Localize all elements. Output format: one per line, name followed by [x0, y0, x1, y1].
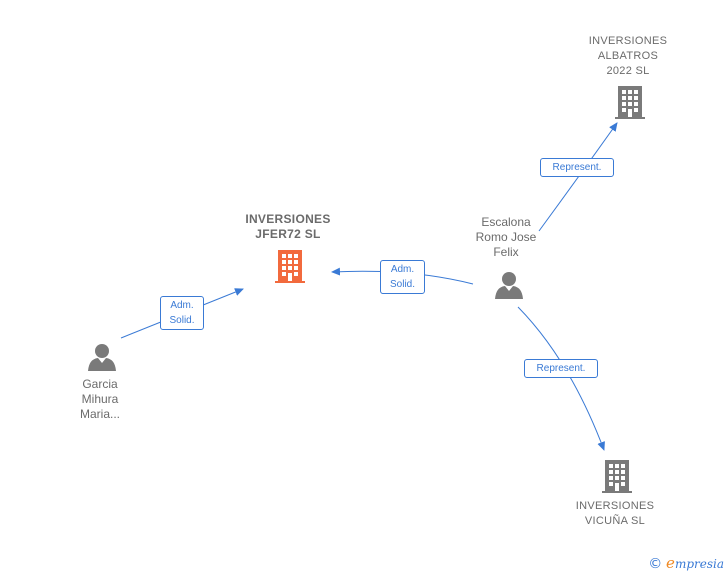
person-garcia-line-3: Maria...	[79, 407, 120, 421]
building-icon-albatros[interactable]	[614, 84, 646, 120]
building-icon-vicuna[interactable]	[601, 458, 633, 494]
brand-initial: e	[666, 554, 675, 572]
person-icon-escalona[interactable]	[494, 270, 524, 300]
company-albatros-line-2: ALBATROS	[597, 50, 659, 62]
edge-label-line-1: Adm.	[390, 264, 415, 275]
person-garcia-label[interactable]: Garcia Mihura Maria...	[52, 377, 148, 422]
edge-label-line-2: Solid.	[169, 315, 195, 326]
person-garcia-line-2: Mihura	[81, 392, 119, 406]
person-escalona-line-3: Felix	[493, 245, 519, 259]
company-albatros-line-1: INVERSIONES	[588, 35, 668, 47]
company-vicuna-line-2: VICUÑA SL	[584, 515, 646, 527]
company-jfer72-line-2: JFER72 SL	[255, 227, 321, 241]
empresia-logo: © empresia	[648, 554, 724, 572]
edge-label-line-1: Represent.	[536, 363, 586, 374]
edge-label-garcia-jfer72[interactable]: Adm. Solid.	[160, 296, 204, 330]
brand-name: mpresia	[674, 557, 724, 571]
person-escalona-label[interactable]: Escalona Romo Jose Felix	[458, 215, 554, 260]
copyright-icon: ©	[648, 556, 663, 572]
edge-label-line-2: Solid.	[389, 279, 415, 290]
edge-label-escalona-albatros[interactable]: Represent.	[540, 158, 614, 177]
person-icon-garcia[interactable]	[87, 342, 117, 372]
building-icon-jfer72[interactable]	[274, 248, 306, 284]
person-escalona-line-2: Romo Jose	[475, 230, 537, 244]
company-vicuna-label[interactable]: INVERSIONES VICUÑA SL	[555, 499, 675, 529]
company-vicuna-line-1: INVERSIONES	[575, 500, 655, 512]
person-garcia-line-1: Garcia	[82, 377, 118, 391]
edge-escalona-vicuna[interactable]	[517, 306, 605, 451]
company-albatros-label[interactable]: INVERSIONES ALBATROS 2022 SL	[568, 34, 688, 79]
company-albatros-line-3: 2022 SL	[606, 65, 650, 77]
company-jfer72-label[interactable]: INVERSIONES JFER72 SL	[228, 212, 348, 242]
edge-label-escalona-jfer72[interactable]: Adm. Solid.	[380, 260, 425, 294]
edge-label-line-1: Adm.	[170, 300, 194, 311]
edge-label-line-1: Represent.	[552, 162, 602, 173]
person-escalona-line-1: Escalona	[481, 215, 531, 229]
company-jfer72-line-1: INVERSIONES	[245, 212, 331, 226]
edge-label-escalona-vicuna[interactable]: Represent.	[524, 359, 598, 378]
